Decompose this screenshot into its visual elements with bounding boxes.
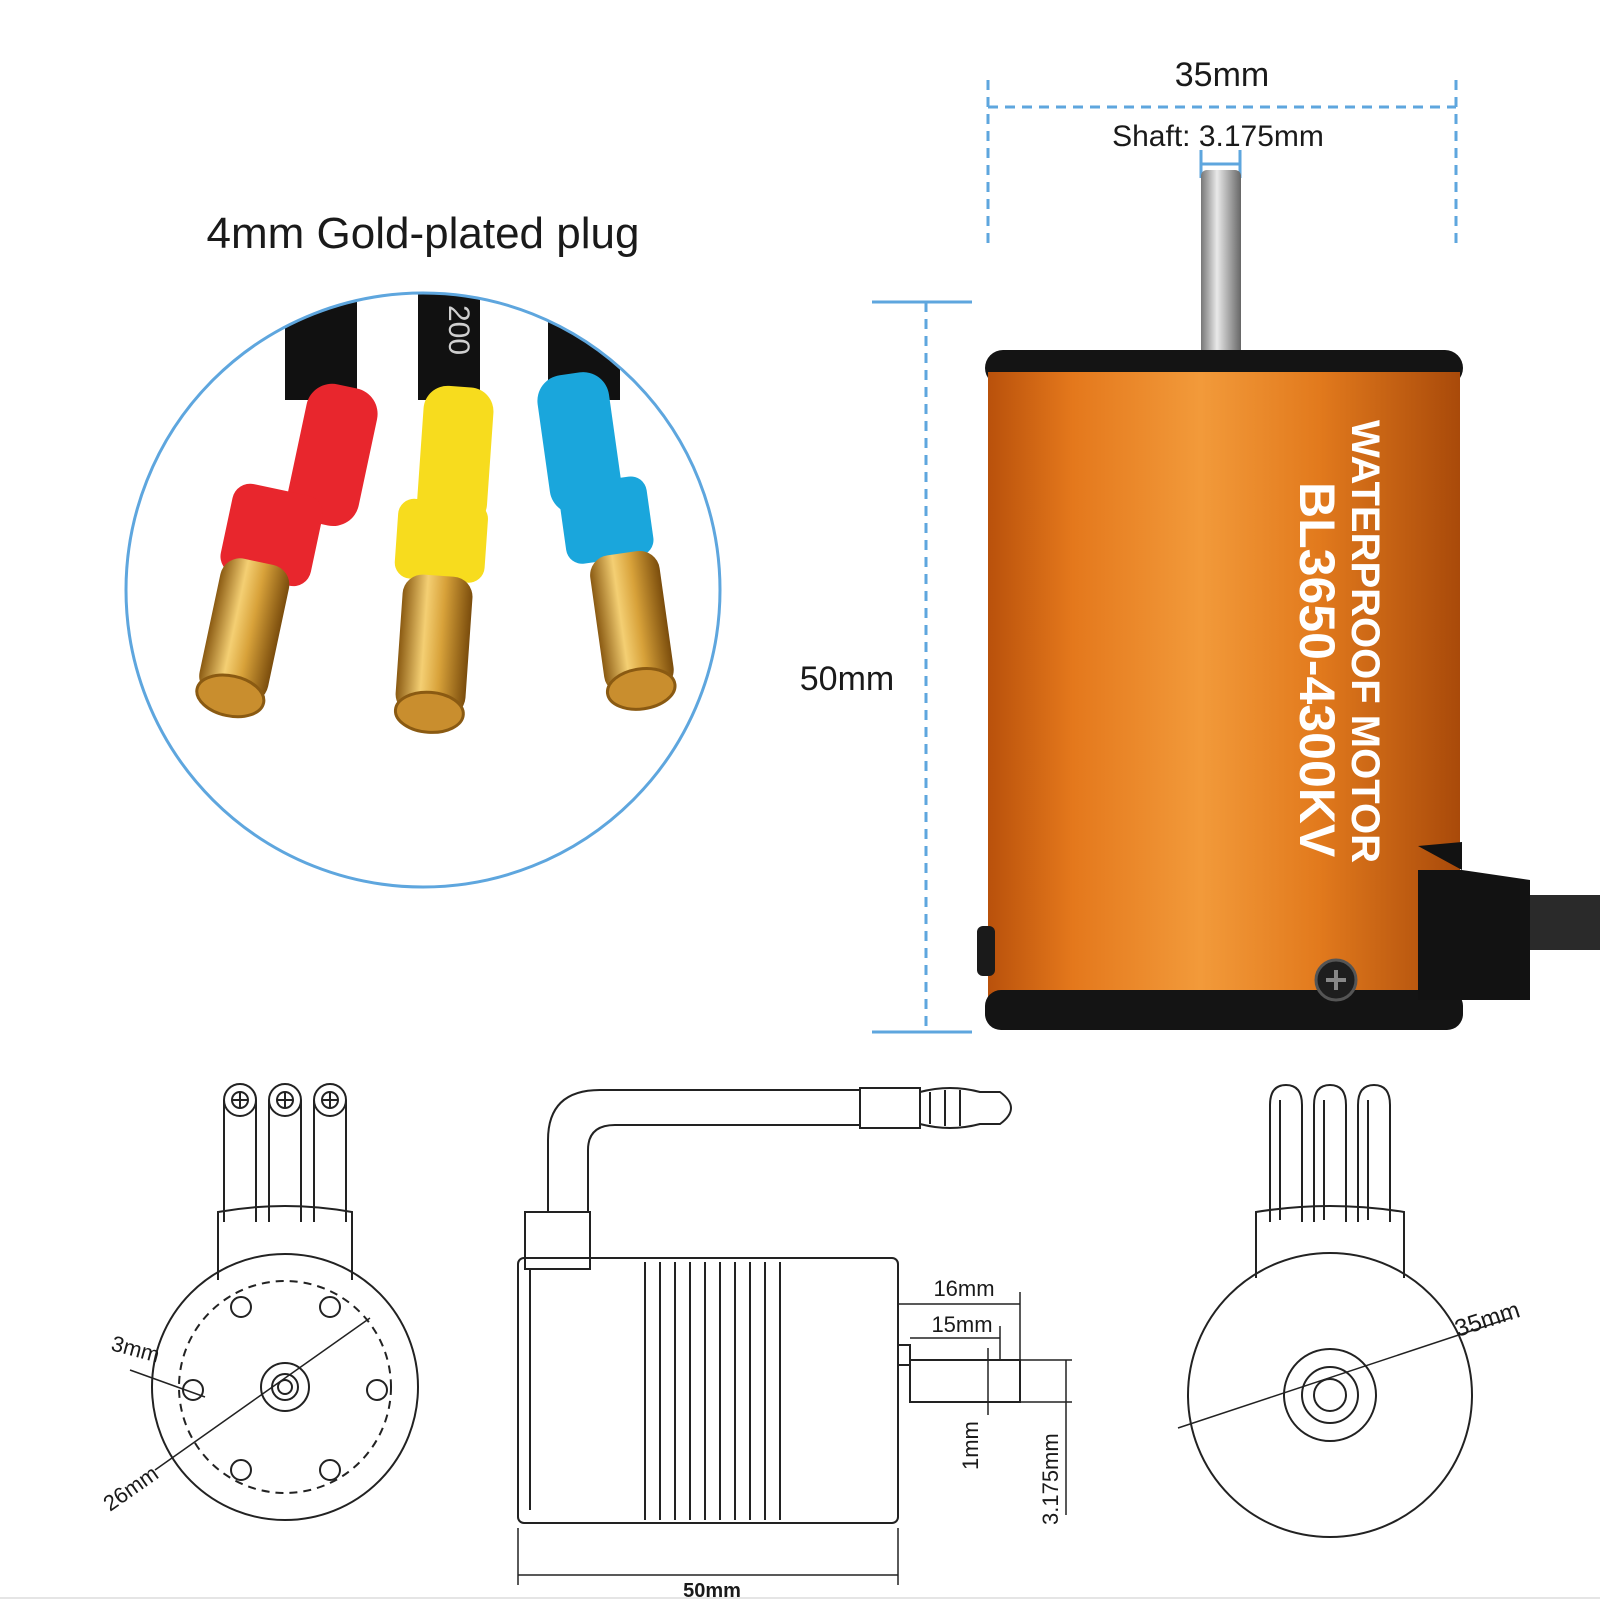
- motor-cable: [1530, 895, 1600, 950]
- side-view-drawing: [517, 1087, 1072, 1585]
- front-bolt-circle-dim-label: 26mm: [99, 1461, 163, 1517]
- motor-body: [988, 372, 1460, 1002]
- cyan-connector: [537, 372, 677, 711]
- motor-height-label: 50mm: [800, 660, 894, 698]
- side-length-label: 50mm: [683, 1580, 741, 1600]
- screw-cross-icon: [1326, 970, 1346, 990]
- shaft-diameter-label: Shaft: 3.175mm: [1112, 120, 1324, 153]
- motor-bottom-cap: [985, 990, 1463, 1030]
- motor-shaft: [1201, 170, 1241, 375]
- back-view-drawing: [1177, 1083, 1511, 1538]
- side-3175mm-label: 3.175mm: [1038, 1433, 1063, 1525]
- motor-side-screw-left: [977, 926, 995, 976]
- black-wire-center: [418, 293, 480, 400]
- front-view-drawing: [129, 1083, 419, 1521]
- side-16mm-label: 16mm: [933, 1276, 994, 1301]
- motor-label-line2: BL3650-4300KV: [1289, 482, 1345, 858]
- side-15mm-label: 15mm: [931, 1312, 992, 1337]
- black-wire-left: [285, 293, 357, 400]
- plug-circle-frame: [124, 291, 722, 889]
- red-connector: [195, 383, 378, 719]
- motor-width-label: 35mm: [1175, 56, 1269, 94]
- wire-print-text: 200: [442, 305, 475, 355]
- back-diameter-label: 35mm: [1452, 1296, 1524, 1342]
- front-hole-dim-label: 3mm: [109, 1331, 163, 1368]
- side-1mm-label: 1mm: [958, 1421, 983, 1470]
- motor-label-line1: WATERPROOF MOTOR: [1343, 420, 1387, 863]
- plug-photo: 200: [126, 293, 720, 887]
- yellow-connector: [393, 385, 494, 734]
- cable-housing: [1418, 842, 1530, 1000]
- plug-title: 4mm Gold-plated plug: [207, 209, 640, 258]
